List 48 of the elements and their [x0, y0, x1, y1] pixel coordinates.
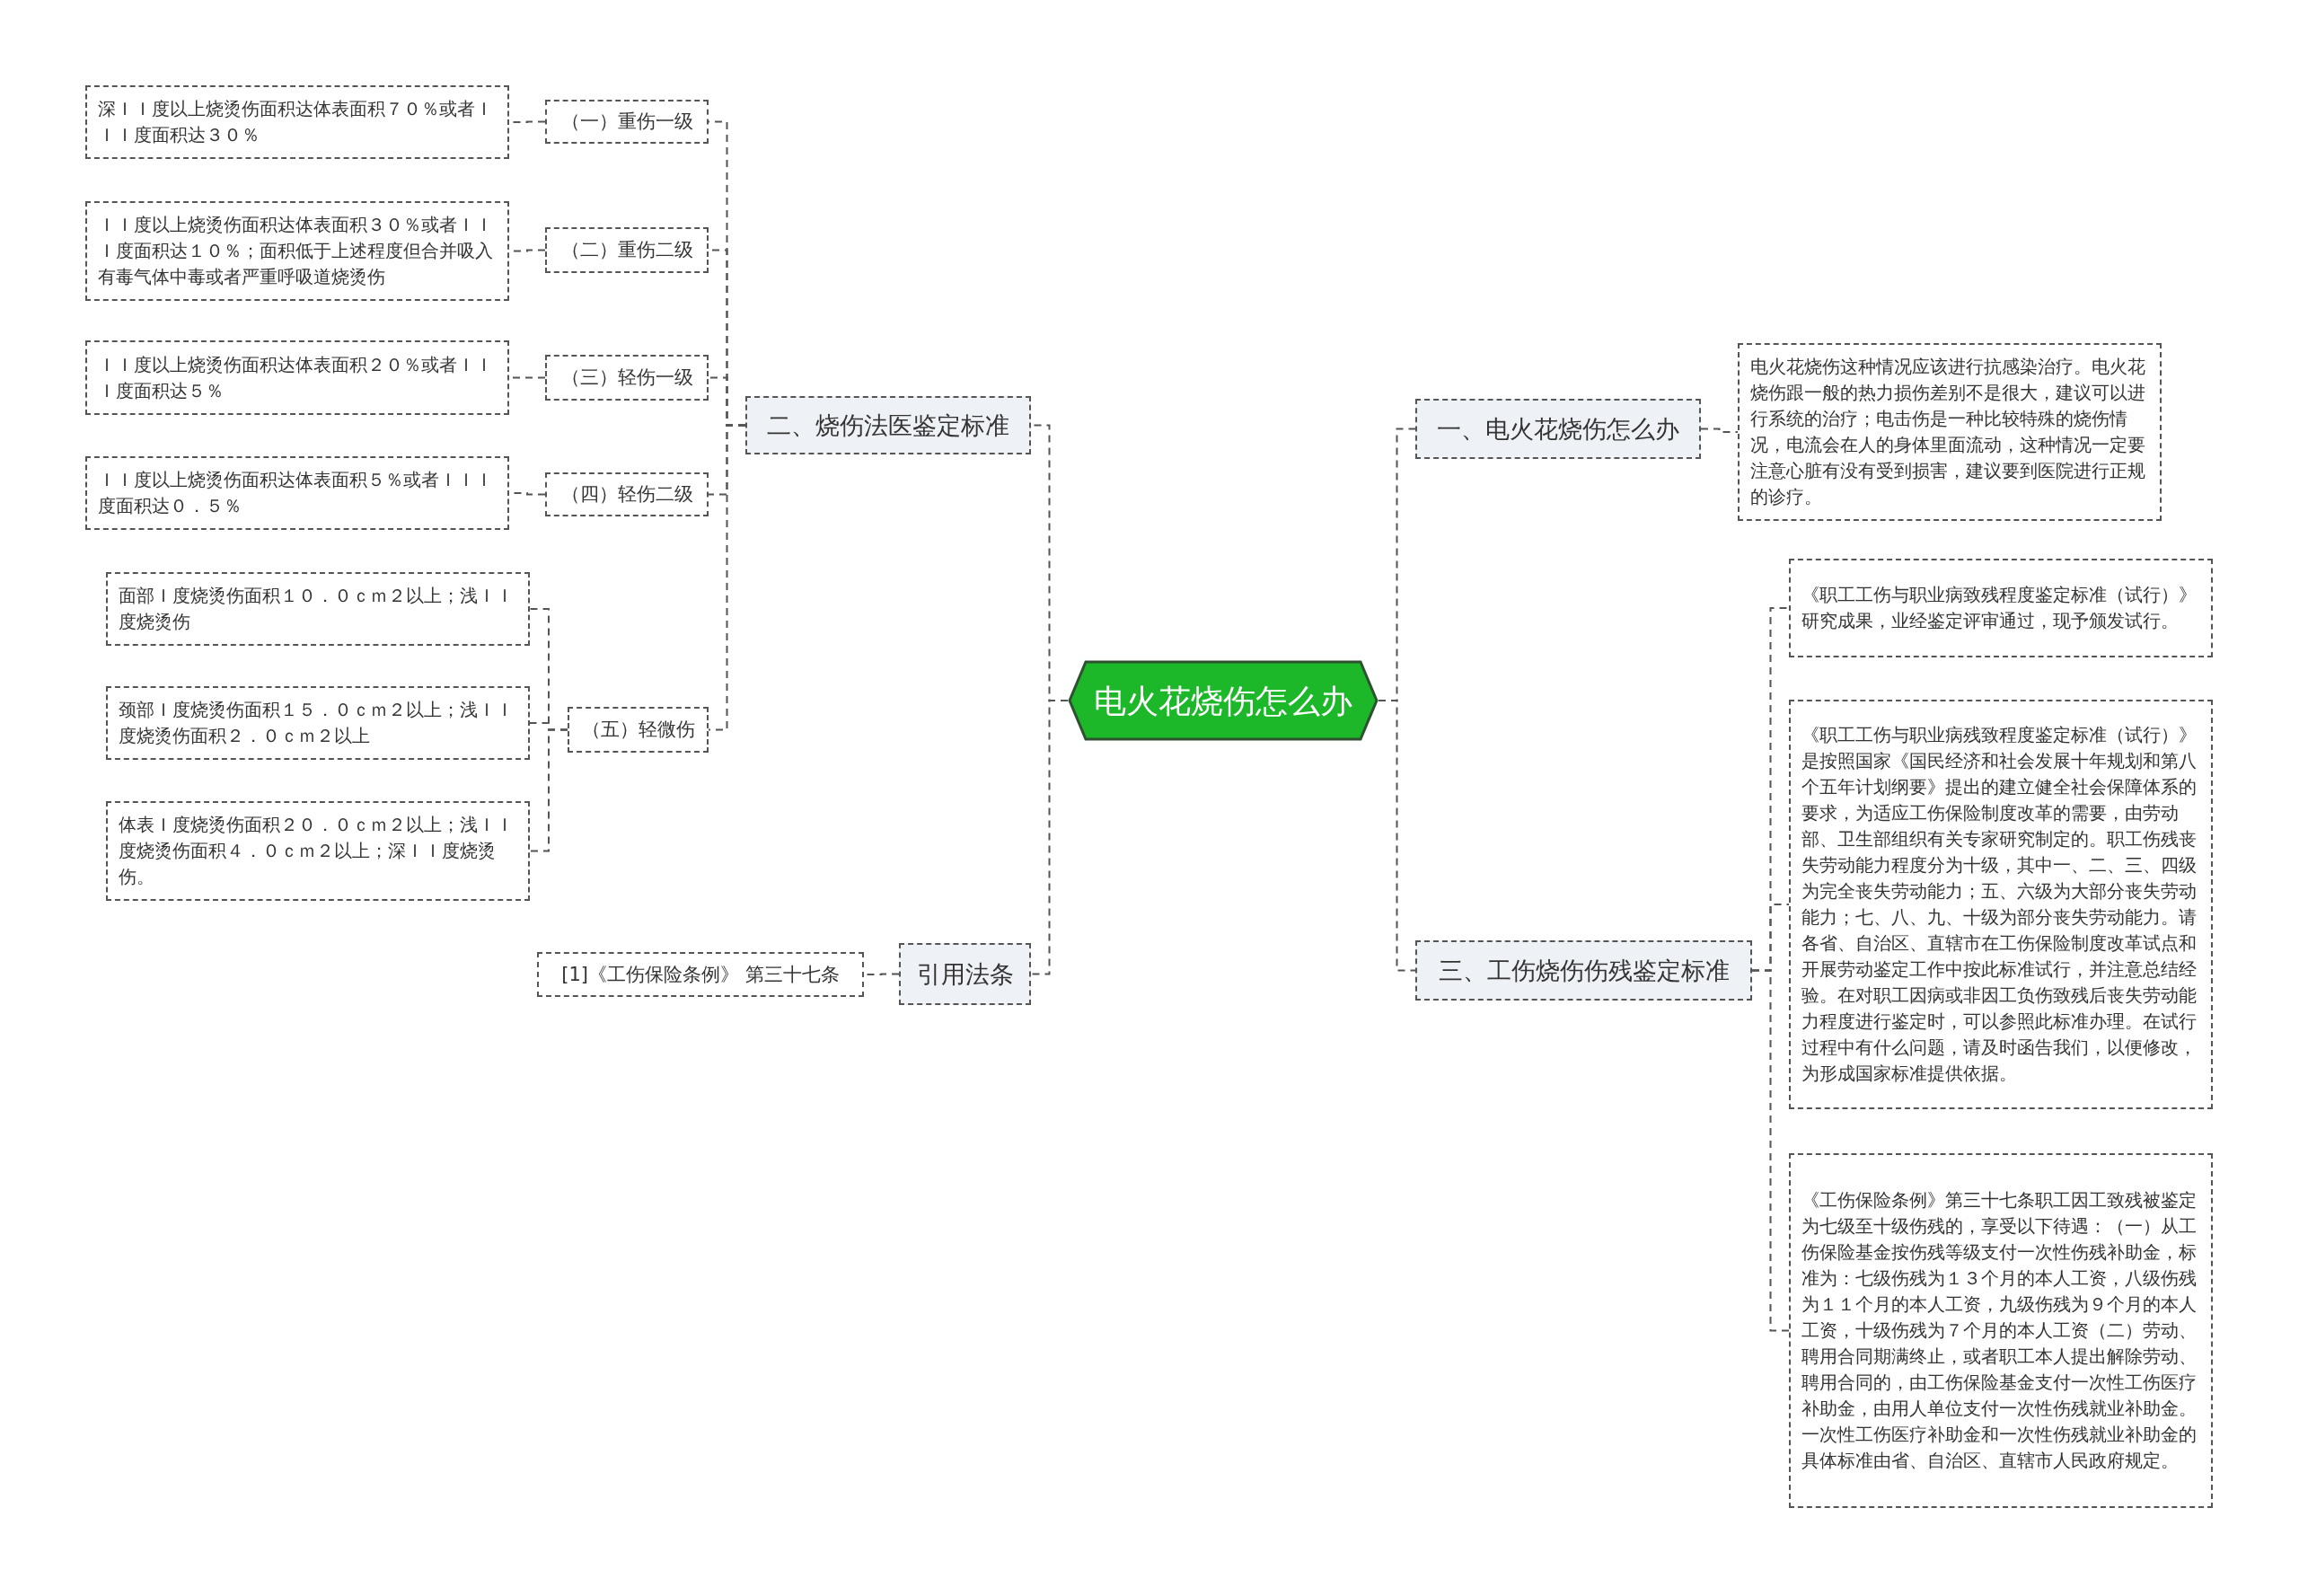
subtopic-text: （一）重伤一级: [560, 110, 693, 134]
subtopic-box: [545, 227, 709, 273]
note-text: 深ＩＩ度以上烧烫伤面积达体表面积７０％或者ＩＩＩ度面积达３０％: [98, 97, 494, 147]
note-text: ＩＩ度以上烧烫伤面积达体表面积５％或者ＩＩＩ度面积达０．５％: [98, 468, 494, 518]
subtopic-text: （三）轻伤一级: [560, 366, 693, 390]
note-text: ＩＩ度以上烧烫伤面积达体表面积２０％或者ＩＩＩ度面积达５％: [98, 352, 494, 403]
subtopic-box: [545, 100, 709, 144]
central-topic-text: 电火花烧伤怎么办: [1094, 681, 1352, 721]
connector-line: [1700, 428, 1739, 433]
note-text: 《工伤保险条例》第三十七条职工因工致残被鉴定为七级至十级伤残的，享受以下待遇：（一）从工伤保险基金按伤残等级支付一次性伤残补助金，标准为：七级伤残为１３个月的本人工资，八级伤残为１１个月的本人工资，九级伤残为９个月的本人工资，十级伤残为７个月的本人工资（二）劳动、聘用合同期满终止，或者职工本人提出解除劳动、聘用合同的，由工伤保险基金支付一次性工伤医疗补助金，由用人单位支付一次性伤残就业补助金。一次性工伤医疗补助金和一次性伤残就业补助金的具体标准由省、自治区、直辖市人民政府规定。: [1801, 1188, 2198, 1473]
topic-box: [745, 396, 1031, 454]
note-box: [85, 340, 509, 415]
note-text: 颈部Ｉ度烧烫伤面积１５．０ｃｍ２以上；浅ＩＩ度烧烫伤面积２．０ｃｍ２以上: [119, 698, 515, 748]
note-box: [1789, 700, 2213, 1109]
note-box: [106, 801, 530, 901]
note-box: [1738, 343, 2162, 521]
topic-box: [899, 943, 1031, 1005]
note-box: [106, 686, 530, 760]
note-box: [1789, 559, 2213, 657]
connector-line: [529, 728, 568, 852]
topic-text: 二、烧伤法医鉴定标准: [767, 410, 1009, 441]
note-text: 电火花烧伤这种情况应该进行抗感染治疗。电火花烧伤跟一般的热力损伤差别不是很大，建议可以进行系统的治疗；电击伤是一种比较特殊的烧伤情况，电流会在人的身体里面流动，这种情况一定要注意心脏有没有受到损害，建议要到医院进行正规的诊疗。: [1750, 355, 2146, 509]
subtopic-box: [545, 355, 709, 401]
subtopic-text: （四）轻伤二级: [560, 482, 693, 507]
note-text: ＩＩ度以上烧烫伤面积达体表面积３０％或者ＩＩＩ度面积达１０％；面积低于上述程度但合并吸入有毒气体中毒或者严重呼吸道烧烫伤: [98, 213, 494, 289]
connector-line: [1751, 969, 1790, 1332]
note-box: [85, 85, 509, 159]
topic-box: [1415, 399, 1701, 459]
topic-text: 三、工伤烧伤伤残鉴定标准: [1438, 955, 1730, 986]
subtopic-text: （二）重伤二级: [560, 238, 693, 262]
note-text: 《职工工伤与职业病致残程度鉴定标准（试行）》研究成果，业经鉴定评审通过，现予颁发试行。: [1801, 583, 2198, 633]
topic-text: 一、电火花烧伤怎么办: [1437, 413, 1679, 445]
note-text: 体表Ｉ度烧烫伤面积２０．０ｃｍ２以上；浅ＩＩ度烧烫伤面积４．０ｃｍ２以上；深ＩＩ度烧烫伤。: [119, 813, 515, 889]
subtopic-text: （五）轻微伤: [581, 718, 695, 742]
subtopic-box: [545, 472, 709, 516]
note-text: 《职工工伤与职业病残致程度鉴定标准（试行）》是按照国家《国民经济和社会发展十年规划和第八个五年计划纲要》提出的建立健全社会保障体系的要求，为适应工伤保险制度改革的需要，由劳动部、卫生部组织有关专家研究制定的。职工伤残丧失劳动能力程度分为十级，其中一、二、三、四级为完全丧失劳动能力；五、六级为大部分丧失劳动能力；七、八、九、十级为部分丧失劳动能力。请各省、自治区、直辖市在工伤保险制度改革试点和开展劳动鉴定工作中按此标准试行，并注意总结经验。在对职工因病或非因工负伤致残后丧失劳动能力程度进行鉴定时，可以参照此标准办理。在试行过程中有什么问题，请及时函告我们，以便修改，为形成国家标准提供依据。: [1801, 723, 2198, 1086]
subtopic-box: [568, 707, 709, 753]
note-box: [85, 201, 509, 301]
topic-text: 引用法条: [916, 958, 1014, 990]
note-box: [1789, 1153, 2213, 1508]
subtopic-box: [537, 952, 864, 997]
note-text: 面部Ｉ度烧烫伤面积１０．０ｃｍ２以上；浅ＩＩ度烧烫伤: [119, 584, 515, 634]
connector-line: [1378, 700, 1416, 972]
note-box: [85, 456, 509, 530]
note-box: [106, 572, 530, 646]
subtopic-text: [1]《工伤保险条例》 第三十七条: [561, 962, 840, 987]
connector-line: [1030, 700, 1069, 975]
topic-box: [1415, 940, 1752, 1001]
